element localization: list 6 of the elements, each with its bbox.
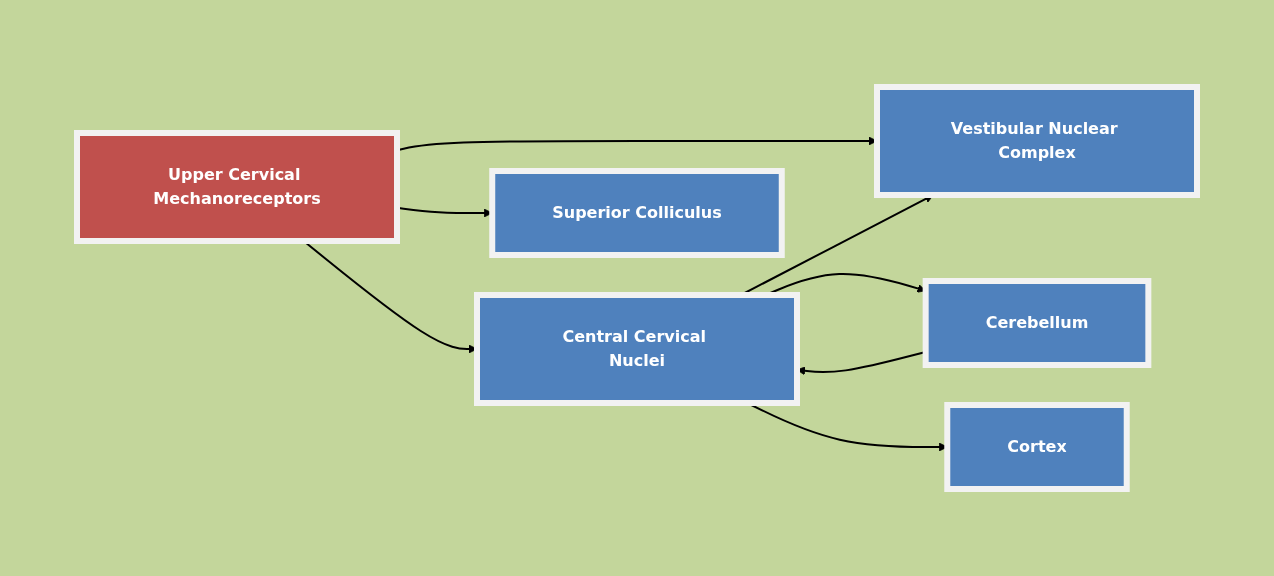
node-box: Central Cervical Nuclei bbox=[474, 292, 800, 406]
node-box: Vestibular Nuclear Complex bbox=[874, 84, 1200, 198]
node-box: Cortex bbox=[944, 402, 1130, 492]
node-box: Superior Colliculus bbox=[489, 168, 785, 258]
node-box: Upper Cervical Mechanoreceptors bbox=[74, 130, 400, 244]
node-box: Cerebellum bbox=[922, 278, 1152, 368]
